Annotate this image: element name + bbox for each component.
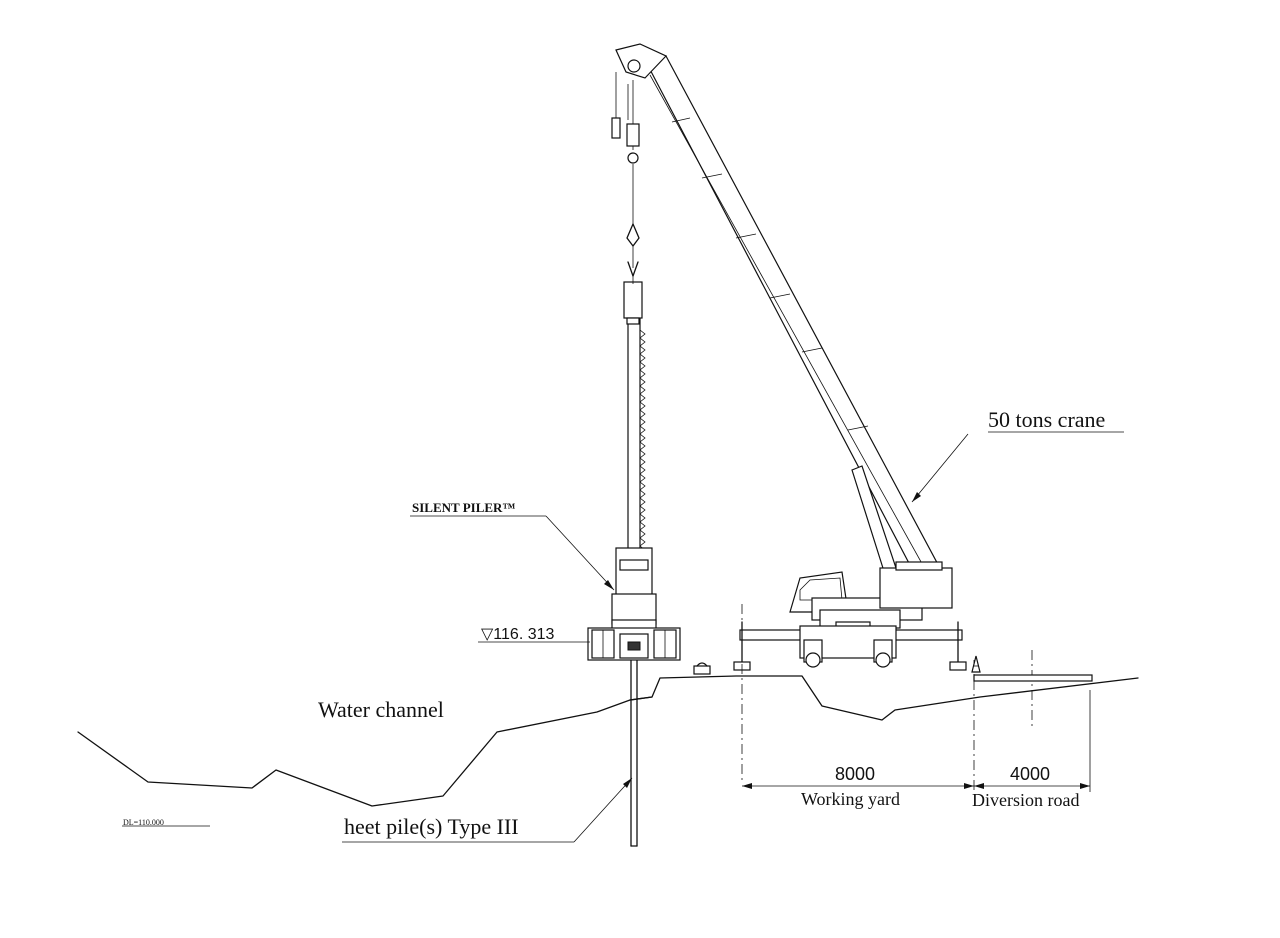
- working-yard-dimension: 8000: [835, 764, 875, 784]
- crane-label: 50 tons crane: [988, 407, 1105, 432]
- dimension-lines: [742, 690, 1091, 792]
- datum-label: DL=110.000: [123, 818, 164, 827]
- road-plate: [973, 674, 1093, 682]
- working-yard-label: Working yard: [801, 789, 900, 809]
- leader-lines: [122, 431, 1124, 843]
- crane: [615, 43, 967, 671]
- silent-piler-machine: [587, 281, 711, 675]
- traffic-cone: [971, 655, 981, 673]
- hook-and-sling: [611, 72, 640, 284]
- silent-piler-label: SILENT PILER™: [412, 500, 515, 515]
- sheet-pile: [630, 639, 638, 847]
- ground-level-label: ▽116. 313: [481, 626, 555, 643]
- ground-profile: [77, 675, 1139, 807]
- sheet-pile-label: heet pile(s) Type III: [344, 814, 519, 839]
- center-lines: [741, 604, 1033, 790]
- diversion-road-dimension: 4000: [1010, 764, 1050, 784]
- water-channel-label: Water channel: [318, 697, 444, 722]
- diversion-road-label: Diversion road: [972, 790, 1079, 810]
